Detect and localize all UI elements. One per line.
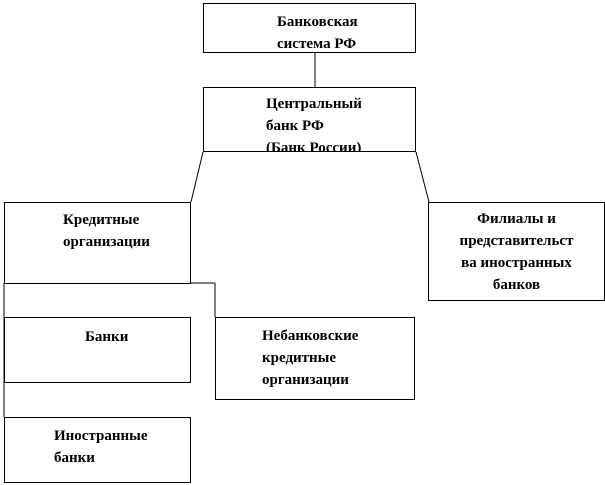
- node-foreign-branches: Филиалы и представительст ва иностранных…: [428, 202, 605, 301]
- node-foreign-banks: Иностранные банки: [4, 417, 191, 483]
- node-credit-organizations-label: Кредитные организации: [63, 212, 150, 250]
- connector-central-bank-to-credit-orgs: [190, 151, 204, 203]
- node-foreign-banks-label: Иностранные банки: [54, 428, 148, 466]
- node-nonbank-credit: Небанковские кредитные организации: [215, 317, 415, 400]
- node-banking-system: Банковская система РФ: [203, 3, 416, 53]
- node-credit-organizations: Кредитные организации: [4, 202, 191, 284]
- node-banking-system-label: Банковская система РФ: [277, 14, 358, 52]
- node-central-bank-label: Центральный банк РФ (Банк России): [266, 96, 362, 152]
- node-banks: Банки: [4, 317, 191, 383]
- node-banks-label: Банки: [85, 329, 129, 345]
- connector-central-bank-to-foreign-branches: [415, 151, 430, 203]
- node-nonbank-credit-label: Небанковские кредитные организации: [262, 328, 359, 388]
- node-central-bank: Центральный банк РФ (Банк России): [203, 87, 416, 152]
- node-foreign-branches-label: Филиалы и представительст ва иностранных…: [459, 211, 574, 293]
